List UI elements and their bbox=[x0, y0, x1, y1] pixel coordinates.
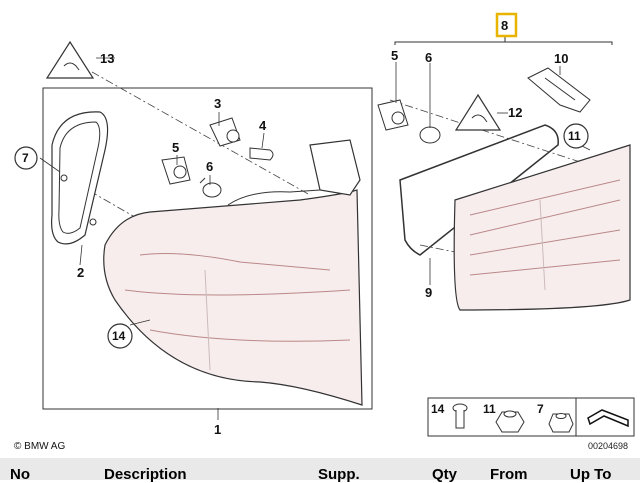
bulb-holder-part-3 bbox=[209, 117, 241, 147]
legend-fasteners: 14 11 7 bbox=[427, 397, 635, 437]
callout-11: 11 bbox=[568, 129, 581, 143]
col-header-from: From bbox=[490, 466, 528, 483]
callout-1: 1 bbox=[214, 422, 221, 437]
gasket-part-2 bbox=[51, 111, 109, 245]
parts-diagram: 13 3 4 5 6 2 1 8 5 6 10 12 9 7 14 11 14 … bbox=[14, 12, 635, 452]
callout-14: 14 bbox=[112, 329, 126, 343]
col-header-description: Description bbox=[104, 466, 187, 483]
callout-5-left: 5 bbox=[172, 140, 179, 155]
bracket-part-10 bbox=[527, 67, 591, 113]
callout-12: 12 bbox=[508, 105, 522, 120]
callout-2: 2 bbox=[77, 265, 84, 280]
bulb-part-6-right bbox=[419, 126, 441, 144]
bulb-part-6-left bbox=[199, 177, 222, 198]
frame-left bbox=[42, 87, 373, 410]
highlight-8-box bbox=[495, 12, 518, 38]
inner-light-part-11 bbox=[453, 144, 631, 311]
nut-icon bbox=[495, 410, 525, 433]
image-code-label: 00204698 bbox=[588, 441, 628, 451]
callout-10: 10 bbox=[554, 51, 568, 66]
callout-8: 8 bbox=[501, 18, 508, 33]
legend-14: 14 bbox=[431, 402, 445, 416]
parts-table-header: No Description Supp. Qty From Up To bbox=[0, 458, 640, 483]
legend-7: 7 bbox=[537, 402, 544, 416]
callout-5-right: 5 bbox=[391, 48, 398, 63]
socket-part-5-left bbox=[161, 156, 191, 185]
copyright-label: © BMW AG bbox=[14, 441, 65, 452]
callout-6-right: 6 bbox=[425, 50, 432, 65]
col-header-no: No bbox=[10, 466, 30, 483]
callout-4: 4 bbox=[259, 118, 267, 133]
callout-3: 3 bbox=[214, 96, 221, 111]
socket-part-5-right bbox=[377, 99, 409, 131]
warning-label-12-icon bbox=[454, 93, 502, 131]
legend-11: 11 bbox=[483, 402, 496, 416]
callout-11-circle bbox=[563, 123, 589, 149]
screw-icon bbox=[452, 403, 468, 429]
callout-13: 13 bbox=[100, 51, 114, 66]
callout-14-circle bbox=[107, 323, 133, 349]
callout-7: 7 bbox=[22, 151, 29, 165]
tail-light-outer bbox=[103, 139, 363, 406]
col-header-up-to: Up To bbox=[570, 466, 612, 483]
assembly-axis-left bbox=[91, 71, 311, 196]
assembly-axis-left-2 bbox=[61, 174, 141, 221]
view-direction-icon bbox=[587, 409, 629, 428]
col-header-qty: Qty bbox=[432, 466, 458, 483]
spacer-nut-icon bbox=[548, 413, 574, 433]
callout-6-left: 6 bbox=[206, 159, 213, 174]
bulb-part-4 bbox=[249, 147, 274, 161]
col-header-supp: Supp. bbox=[318, 466, 360, 483]
callout-7-circle bbox=[14, 146, 38, 170]
callout-9: 9 bbox=[425, 285, 432, 300]
warning-label-13-icon bbox=[45, 40, 95, 79]
